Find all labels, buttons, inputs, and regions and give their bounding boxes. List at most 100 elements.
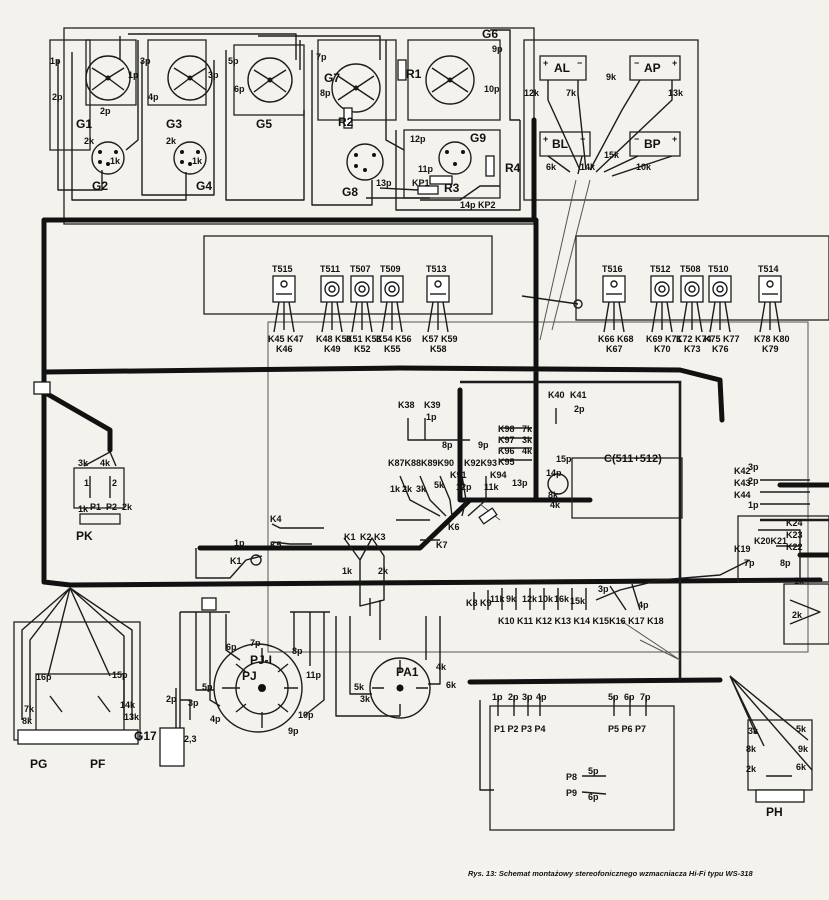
label-k1b: K1 [344,532,356,542]
bp-plus: + [672,134,677,144]
transistor-label: T512 [650,264,671,274]
ap-minus: − [634,58,639,68]
w-2k-b: 2k [166,136,177,146]
label-k10-row: K10 K11 K12 K13 K14 K15K16 K17 K18 [498,616,664,626]
label-k98: K98 [498,424,515,434]
label-k7: K7 [436,540,448,550]
w-7k: 7k [522,424,533,434]
label-k23: K23 [786,530,803,540]
label-k24: K24 [786,518,803,528]
sp-7k: 7k [566,88,577,98]
pb-6p: 6p [624,692,635,702]
bp-minus: − [634,134,639,144]
w-9k-d: 9k [506,594,517,604]
w-8p-a: 8p [320,88,331,98]
al-minus: − [577,58,582,68]
pg-8k: 8k [22,716,33,726]
ph-3k: 3k [748,726,759,736]
heatsink-left [203,235,493,315]
p-board-frame [489,705,675,831]
pg-pf-plug [17,729,139,745]
w-2p-a: 2p [52,92,63,102]
ph-2k: 2k [746,764,757,774]
transistor-pins: K57 K59 [422,334,458,344]
r2-resistor [343,107,353,129]
transistor-pins: K51 K53 [346,334,382,344]
w-3k-c: 3k [416,484,427,494]
pk-1: 1 [84,478,89,488]
label-g8: G8 [342,185,358,199]
pf-13k: 13k [124,712,140,722]
label-k92: K92K93 [464,458,497,468]
label-ph: PH [766,805,783,819]
transistor-label: T514 [758,264,779,274]
label-pf: PF [90,757,105,771]
pj-5p: 5p [202,682,213,692]
w-11k-d: 11k [490,594,506,604]
w-4k-c: 4k [550,500,561,510]
g2-socket [91,141,125,175]
label-k94: K94 [490,470,507,480]
pa-3k: 3k [360,694,371,704]
g1-switch [85,55,131,101]
sp-15k: 15k [604,150,620,160]
pa1-switch [335,598,441,719]
w-12p-b: 12p [456,482,472,492]
pj-11p: 11p [306,670,322,680]
w-4k: 4k [522,446,533,456]
label-r2: R2 [338,115,354,129]
w-12k-d: 12k [522,594,538,604]
ph-8k: 8k [746,744,757,754]
transistor-sub-pin: K58 [430,344,447,354]
label-pji: PJ-I [250,653,272,667]
w-1p-a: 1p [50,56,61,66]
label-g3: G3 [166,117,182,131]
w-2k-e: 2k [792,610,803,620]
g17-2p: 2p [166,694,177,704]
w-1k-a: 1k [110,156,121,166]
g9-frame [403,129,501,199]
pk-p1: P1 [90,502,101,512]
transistor-pins: K78 K80 [754,334,790,344]
label-k4: K4 [270,514,282,524]
w-7p-a: 7p [316,52,327,62]
pb-4p: 4p [536,692,547,702]
pk-4k: 4k [100,458,111,468]
transistor-pins: K48 K50 [316,334,352,344]
transistor-pins: K72 K74 [676,334,712,344]
ph-6k: 6k [796,762,807,772]
w-1p-d: 1p [234,538,245,548]
label-k43: K43 [734,478,751,488]
k1-terminal [250,554,262,566]
sp-12k: 12k [524,88,540,98]
pg-pf-frame [13,621,141,741]
label-g4: G4 [196,179,212,193]
pb-7p: 7p [640,692,651,702]
g7-switch-frame [317,39,397,121]
capacitor-c511 [571,457,683,519]
k96-pot [547,473,569,495]
label-r3: R3 [444,181,460,195]
w-15k-d: 15k [570,596,586,606]
pj-6p: 6p [226,642,237,652]
bl-plus: + [543,134,548,144]
sp-9k: 9k [606,72,617,82]
label-k20: K20K21 [754,536,787,546]
w-1k-d: 1k [342,566,353,576]
label-g17: G17 [134,729,157,743]
w-10p-a: 10p [484,84,500,94]
pb-5p: 5p [608,692,619,702]
transistor-sub-pin: K70 [654,344,671,354]
label-k87: K87K88K89K90 [388,458,454,468]
w-1k-c: 1k [390,484,401,494]
label-pg: PG [30,757,47,771]
